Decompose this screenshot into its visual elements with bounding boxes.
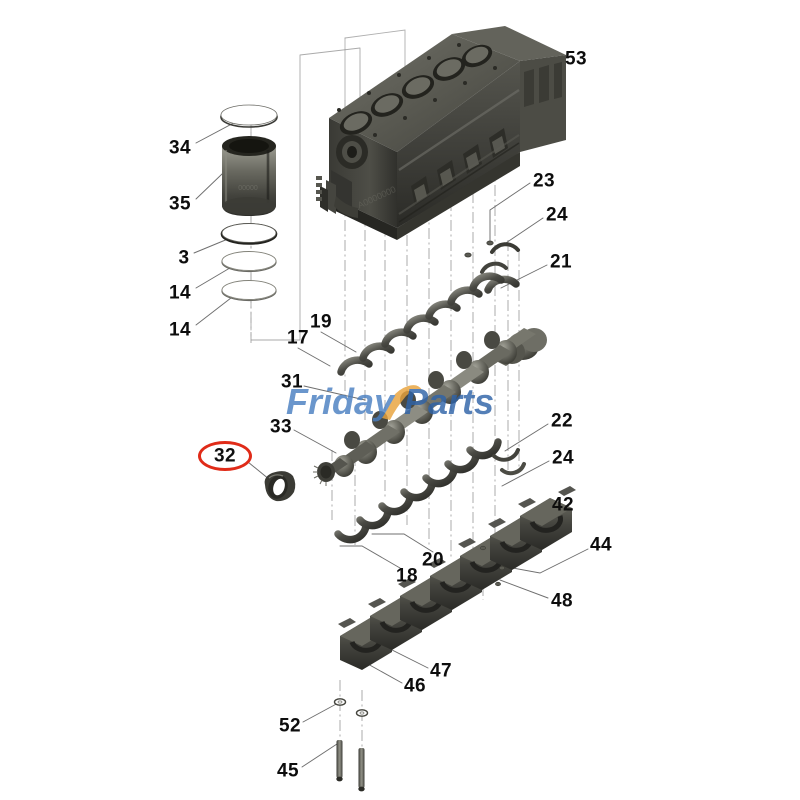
callout-19[interactable]: 19 xyxy=(310,311,332,333)
callout-24-upper[interactable]: 24 xyxy=(546,204,568,226)
callout-14-upper[interactable]: 14 xyxy=(169,282,191,304)
callout-33[interactable]: 33 xyxy=(270,416,292,438)
cylinder-liner-assembly: 00000 xyxy=(220,104,278,302)
callout-35[interactable]: 35 xyxy=(169,193,191,215)
callout-14-lower[interactable]: 14 xyxy=(169,319,191,341)
callout-48[interactable]: 48 xyxy=(551,590,573,612)
callout-21[interactable]: 21 xyxy=(550,251,572,273)
callout-24-lower[interactable]: 24 xyxy=(552,447,574,469)
cylinder-block-artwork: A0000000 xyxy=(316,26,566,240)
highlight-ring-32 xyxy=(198,441,252,471)
callout-47[interactable]: 47 xyxy=(430,660,452,682)
cap-bolts-and-washers xyxy=(333,698,369,792)
callout-23[interactable]: 23 xyxy=(533,170,555,192)
callout-42[interactable]: 42 xyxy=(552,494,574,516)
callout-53[interactable]: 53 xyxy=(565,48,587,70)
callout-32[interactable]: 32 xyxy=(214,445,236,467)
crankshaft-gear xyxy=(313,462,335,486)
callout-3[interactable]: 3 xyxy=(178,247,190,269)
callout-17[interactable]: 17 xyxy=(287,327,309,349)
upper-main-bearing-shells xyxy=(337,272,505,376)
callout-52[interactable]: 52 xyxy=(279,715,301,737)
callout-31[interactable]: 31 xyxy=(281,371,303,393)
callout-46[interactable]: 46 xyxy=(404,675,426,697)
callout-22[interactable]: 22 xyxy=(551,410,573,432)
main-bearing-caps xyxy=(338,486,576,670)
callout-20[interactable]: 20 xyxy=(422,549,444,571)
callout-45[interactable]: 45 xyxy=(277,760,299,782)
lower-main-bearing-shells xyxy=(334,438,526,544)
crankshaft-artwork xyxy=(313,328,547,486)
callout-44[interactable]: 44 xyxy=(590,534,612,556)
dowel-pins xyxy=(464,240,494,258)
front-oil-seal-ring xyxy=(264,471,296,502)
side-bolts-and-pins xyxy=(480,545,505,587)
callout-18[interactable]: 18 xyxy=(396,565,418,587)
svg-text:00000: 00000 xyxy=(238,185,258,192)
callout-34[interactable]: 34 xyxy=(169,137,191,159)
